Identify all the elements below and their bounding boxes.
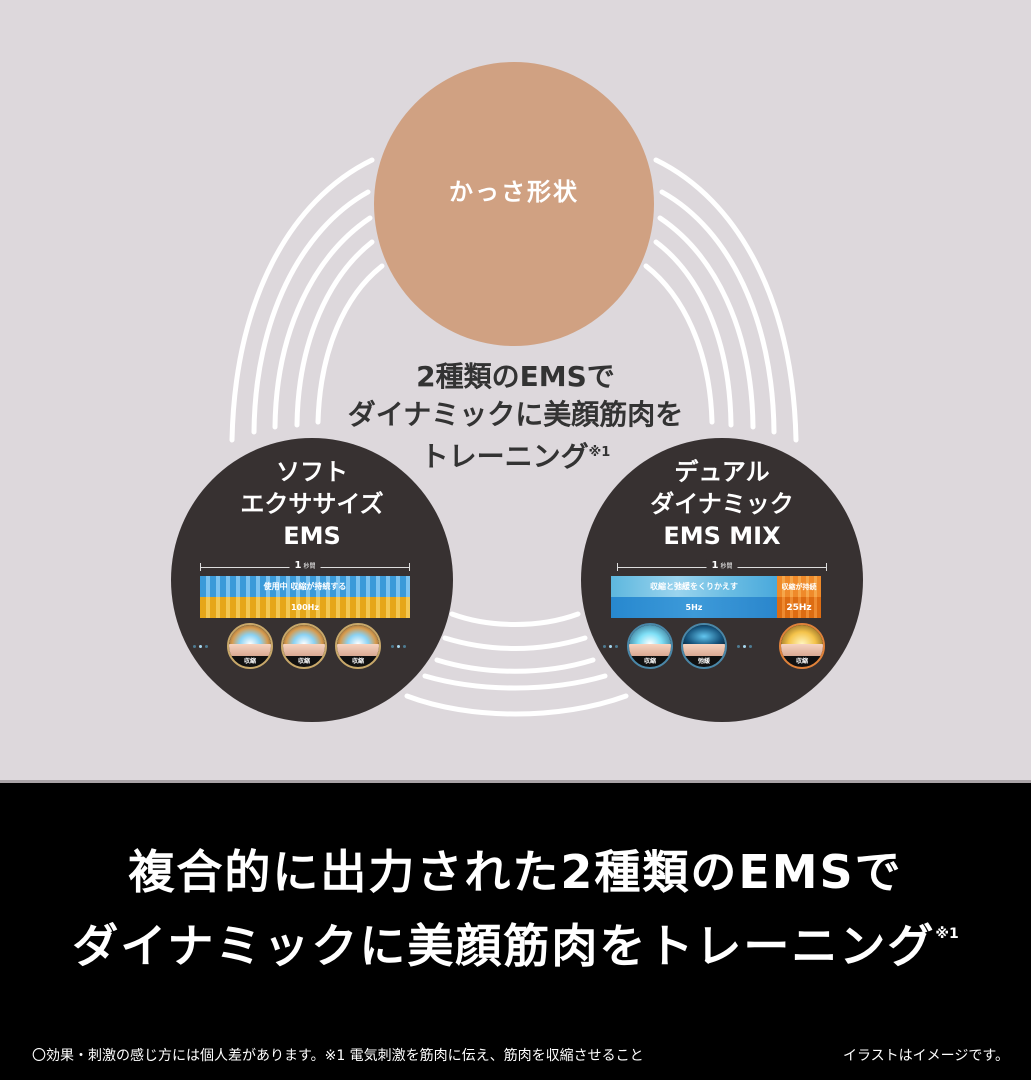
center-copy-line1: 2種類のEMSで [416,360,615,393]
mix-ems-segment-b-frequency: 25Hz [777,597,821,618]
footnote-marker: ※1 [588,445,611,460]
soft-ems-title-line1: ソフト [276,458,348,486]
ems-wave-arcs [229,157,799,717]
mix-ems-segment-b-description: 収縮が持続 [777,576,821,597]
ellipsis-dots-icon [603,645,618,648]
illustration-stage: かっさ形状 2種類のEMSで ダイナミックに美顔筋肉を トレーニング※1 ソフト… [0,0,1031,783]
muscle-contraction-icon: 収縮 [335,623,381,669]
headline-line2-text: ダイナミックに美顔筋肉をトレーニング [72,919,936,973]
soft-ems-frequency: 100Hz [200,597,410,618]
center-copy: 2種類のEMSで ダイナミックに美顔筋肉を トレーニング※1 [300,358,731,476]
mix-ems-segment-a-description: 収縮と弛緩をくりかえす [611,576,777,597]
disclaimer-footnote: 〇効果・刺激の感じ方には個人差があります。※1 電気刺激を筋肉に伝え、筋肉を収縮… [32,1048,644,1064]
center-copy-line3: トレーニング※1 [300,434,731,476]
right-wave-arcs [643,157,799,443]
mix-ems-25hz-segment: 収縮が持続 25Hz [777,576,821,618]
soft-ems-bar-description: 使用中 収縮が持続する [200,576,410,597]
bottom-wave-arcs [404,611,629,717]
headline-band: 複合的に出力された2種類のEMSで ダイナミックに美顔筋肉をトレーニング※1 〇… [0,783,1031,1080]
soft-ems-title-line3: EMS [283,522,341,550]
kassa-shape-label: かっさ形状 [449,177,579,206]
soft-ems-title-line2: エクササイズ [240,490,384,518]
center-copy-line2: ダイナミックに美顔筋肉を [347,398,684,431]
mix-ems-title-line3: EMS MIX [663,522,781,550]
soft-ems-waveform-bar: 使用中 収縮が持続する 100Hz [200,576,410,618]
center-copy-line3-text: トレーニング [420,440,589,473]
headline-line1: 複合的に出力された2種類のEMSで [128,845,903,899]
mix-ems-segment-a-frequency: 5Hz [611,597,777,618]
mix-ems-title-line2: ダイナミック [650,490,794,518]
muscle-relaxation-icon: 弛緩 [681,623,727,669]
mix-ems-title-line1: デュアル [674,458,770,486]
mix-ems-5hz-segment: 収縮と弛緩をくりかえす 5Hz [611,576,777,618]
kassa-shape-circle: かっさ形状 [374,62,654,346]
mix-ems-waveform-bar: 収縮と弛緩をくりかえす 5Hz 収縮が持続 25Hz [611,576,821,618]
mix-ems-muscle-icons: 収縮 弛緩 収縮 [581,623,863,673]
mix-ems-title: デュアル ダイナミック EMS MIX [581,456,863,552]
muscle-contraction-icon: 収縮 [779,623,825,669]
muscle-contraction-icon: 収縮 [281,623,327,669]
muscle-contraction-icon: 収縮 [627,623,673,669]
muscle-contraction-icon: 収縮 [227,623,273,669]
divider [0,780,1031,783]
left-wave-arcs [229,157,385,443]
soft-ems-title: ソフト エクササイズ EMS [171,456,453,552]
headline-line2: ダイナミックに美顔筋肉をトレーニング※1 [0,903,1031,977]
ellipsis-dots-icon [193,645,208,648]
footnote-marker: ※1 [935,926,959,942]
ellipsis-dots-icon [391,645,406,648]
ellipsis-dots-icon [737,645,752,648]
soft-ems-muscle-icons: 収縮 収縮 収縮 [171,623,453,673]
headline: 複合的に出力された2種類のEMSで ダイナミックに美顔筋肉をトレーニング※1 [0,841,1031,977]
illustration-notice: イラストはイメージです。 [842,1048,1009,1064]
